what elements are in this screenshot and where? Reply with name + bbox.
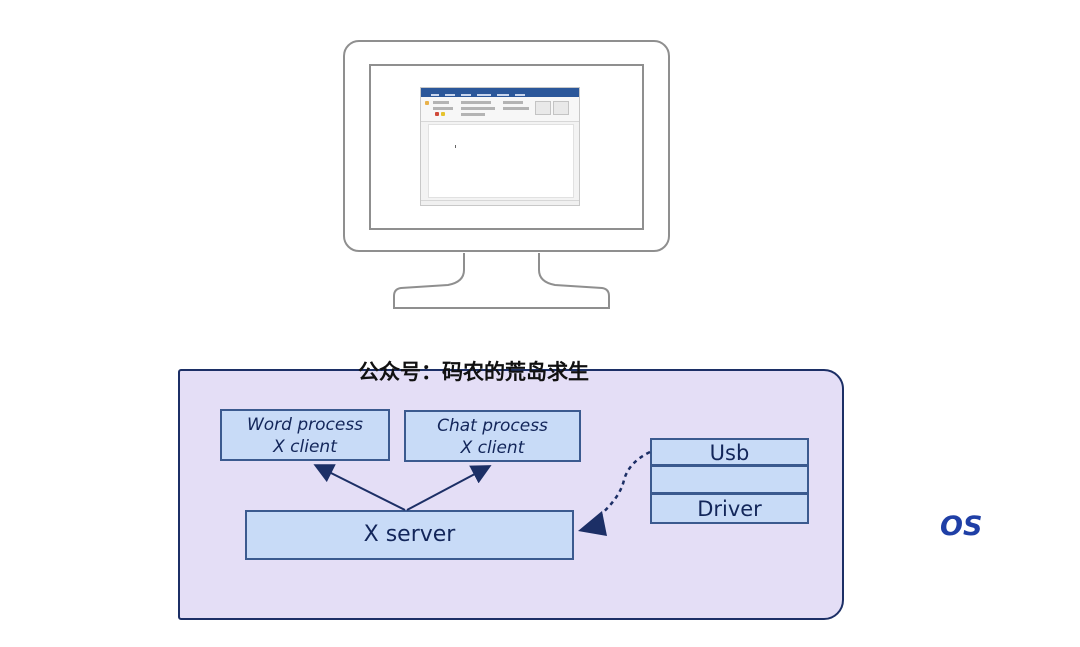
word-process-box: Word process X client xyxy=(220,409,390,461)
word-tab xyxy=(461,94,471,96)
paste-icon xyxy=(425,101,429,105)
word-titlebar xyxy=(421,88,579,93)
chat-process-title: Chat process xyxy=(437,416,548,436)
usb-middle-layer xyxy=(650,465,809,494)
word-document-page xyxy=(428,124,574,198)
word-tab xyxy=(497,94,509,96)
font-color-icon xyxy=(435,112,439,116)
ribbon-control xyxy=(461,107,495,110)
monitor-stand xyxy=(393,253,610,309)
driver-layer: Driver xyxy=(650,493,809,524)
word-status-bar xyxy=(421,200,579,205)
caption: 公众号：码农的荒岛求生 xyxy=(358,360,589,384)
word-process-subtitle: X client xyxy=(273,437,337,457)
x-server-box: X server xyxy=(245,510,574,560)
style-gallery xyxy=(553,101,569,115)
ribbon-control xyxy=(461,101,491,104)
word-process-title: Word process xyxy=(246,415,364,435)
chat-process-box: Chat process X client xyxy=(404,410,581,462)
ribbon-control xyxy=(503,107,529,110)
word-tab xyxy=(477,94,491,96)
highlight-icon xyxy=(441,112,445,116)
word-tab xyxy=(445,94,455,96)
text-cursor xyxy=(455,145,456,148)
word-ribbon xyxy=(421,97,579,122)
usb-layer: Usb xyxy=(650,438,809,466)
ribbon-control xyxy=(433,107,453,110)
word-tab xyxy=(431,94,439,96)
word-tab xyxy=(515,94,525,96)
word-window-thumbnail xyxy=(420,87,580,206)
ribbon-control xyxy=(433,101,449,104)
style-gallery xyxy=(535,101,551,115)
ribbon-control xyxy=(461,113,485,116)
usb-driver-stack: Usb Driver xyxy=(650,438,809,524)
os-label: OS xyxy=(940,511,983,542)
chat-process-subtitle: X client xyxy=(460,438,525,458)
ribbon-control xyxy=(503,101,523,104)
